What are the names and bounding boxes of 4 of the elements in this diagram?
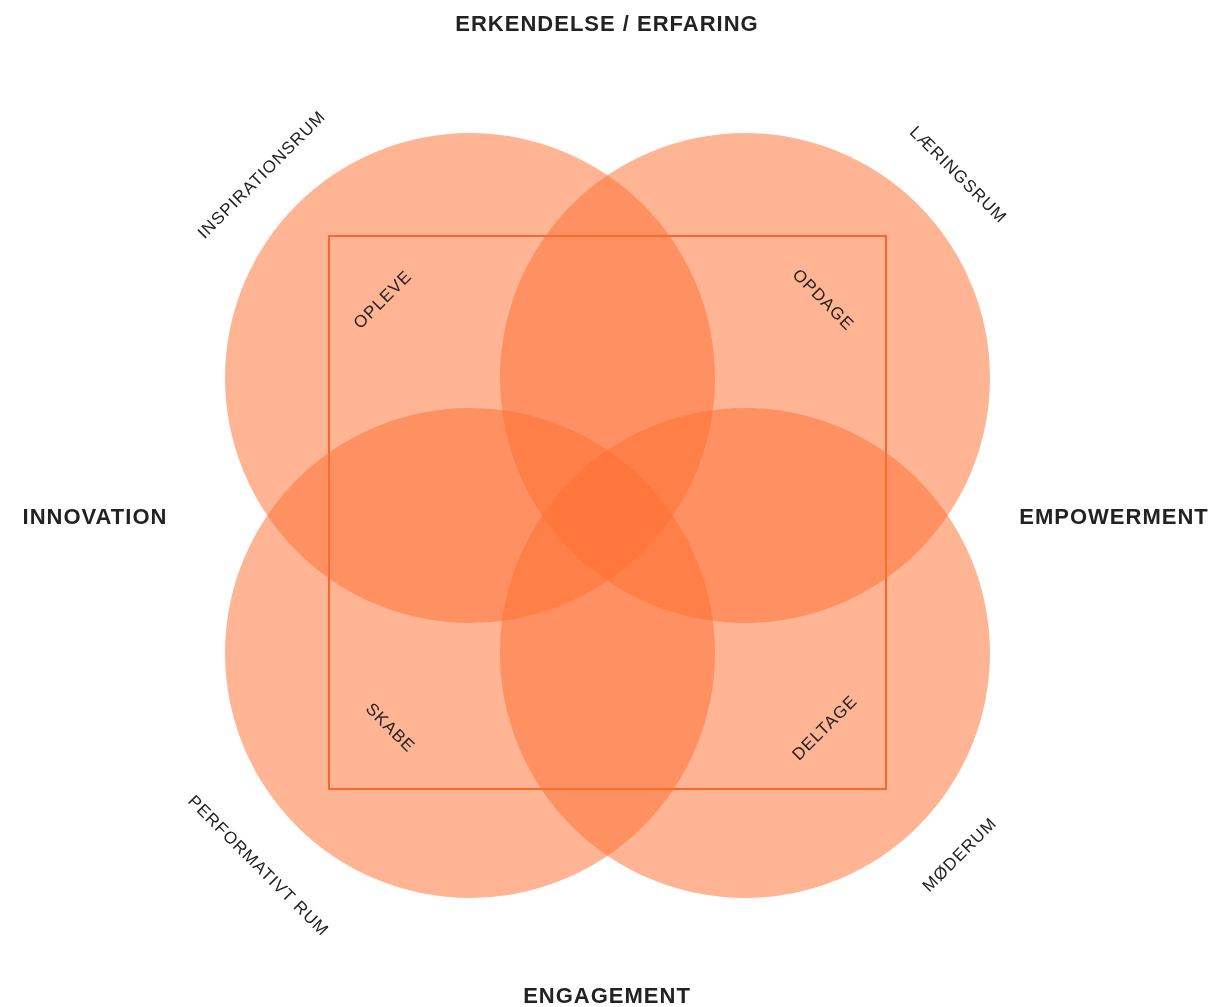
axis-label: EMPOWERMENT (1019, 504, 1209, 530)
axis-label: ERKENDELSE / ERFARING (455, 11, 759, 37)
axis-label: INNOVATION (22, 504, 168, 530)
axis-label: ENGAGEMENT (523, 983, 691, 1007)
